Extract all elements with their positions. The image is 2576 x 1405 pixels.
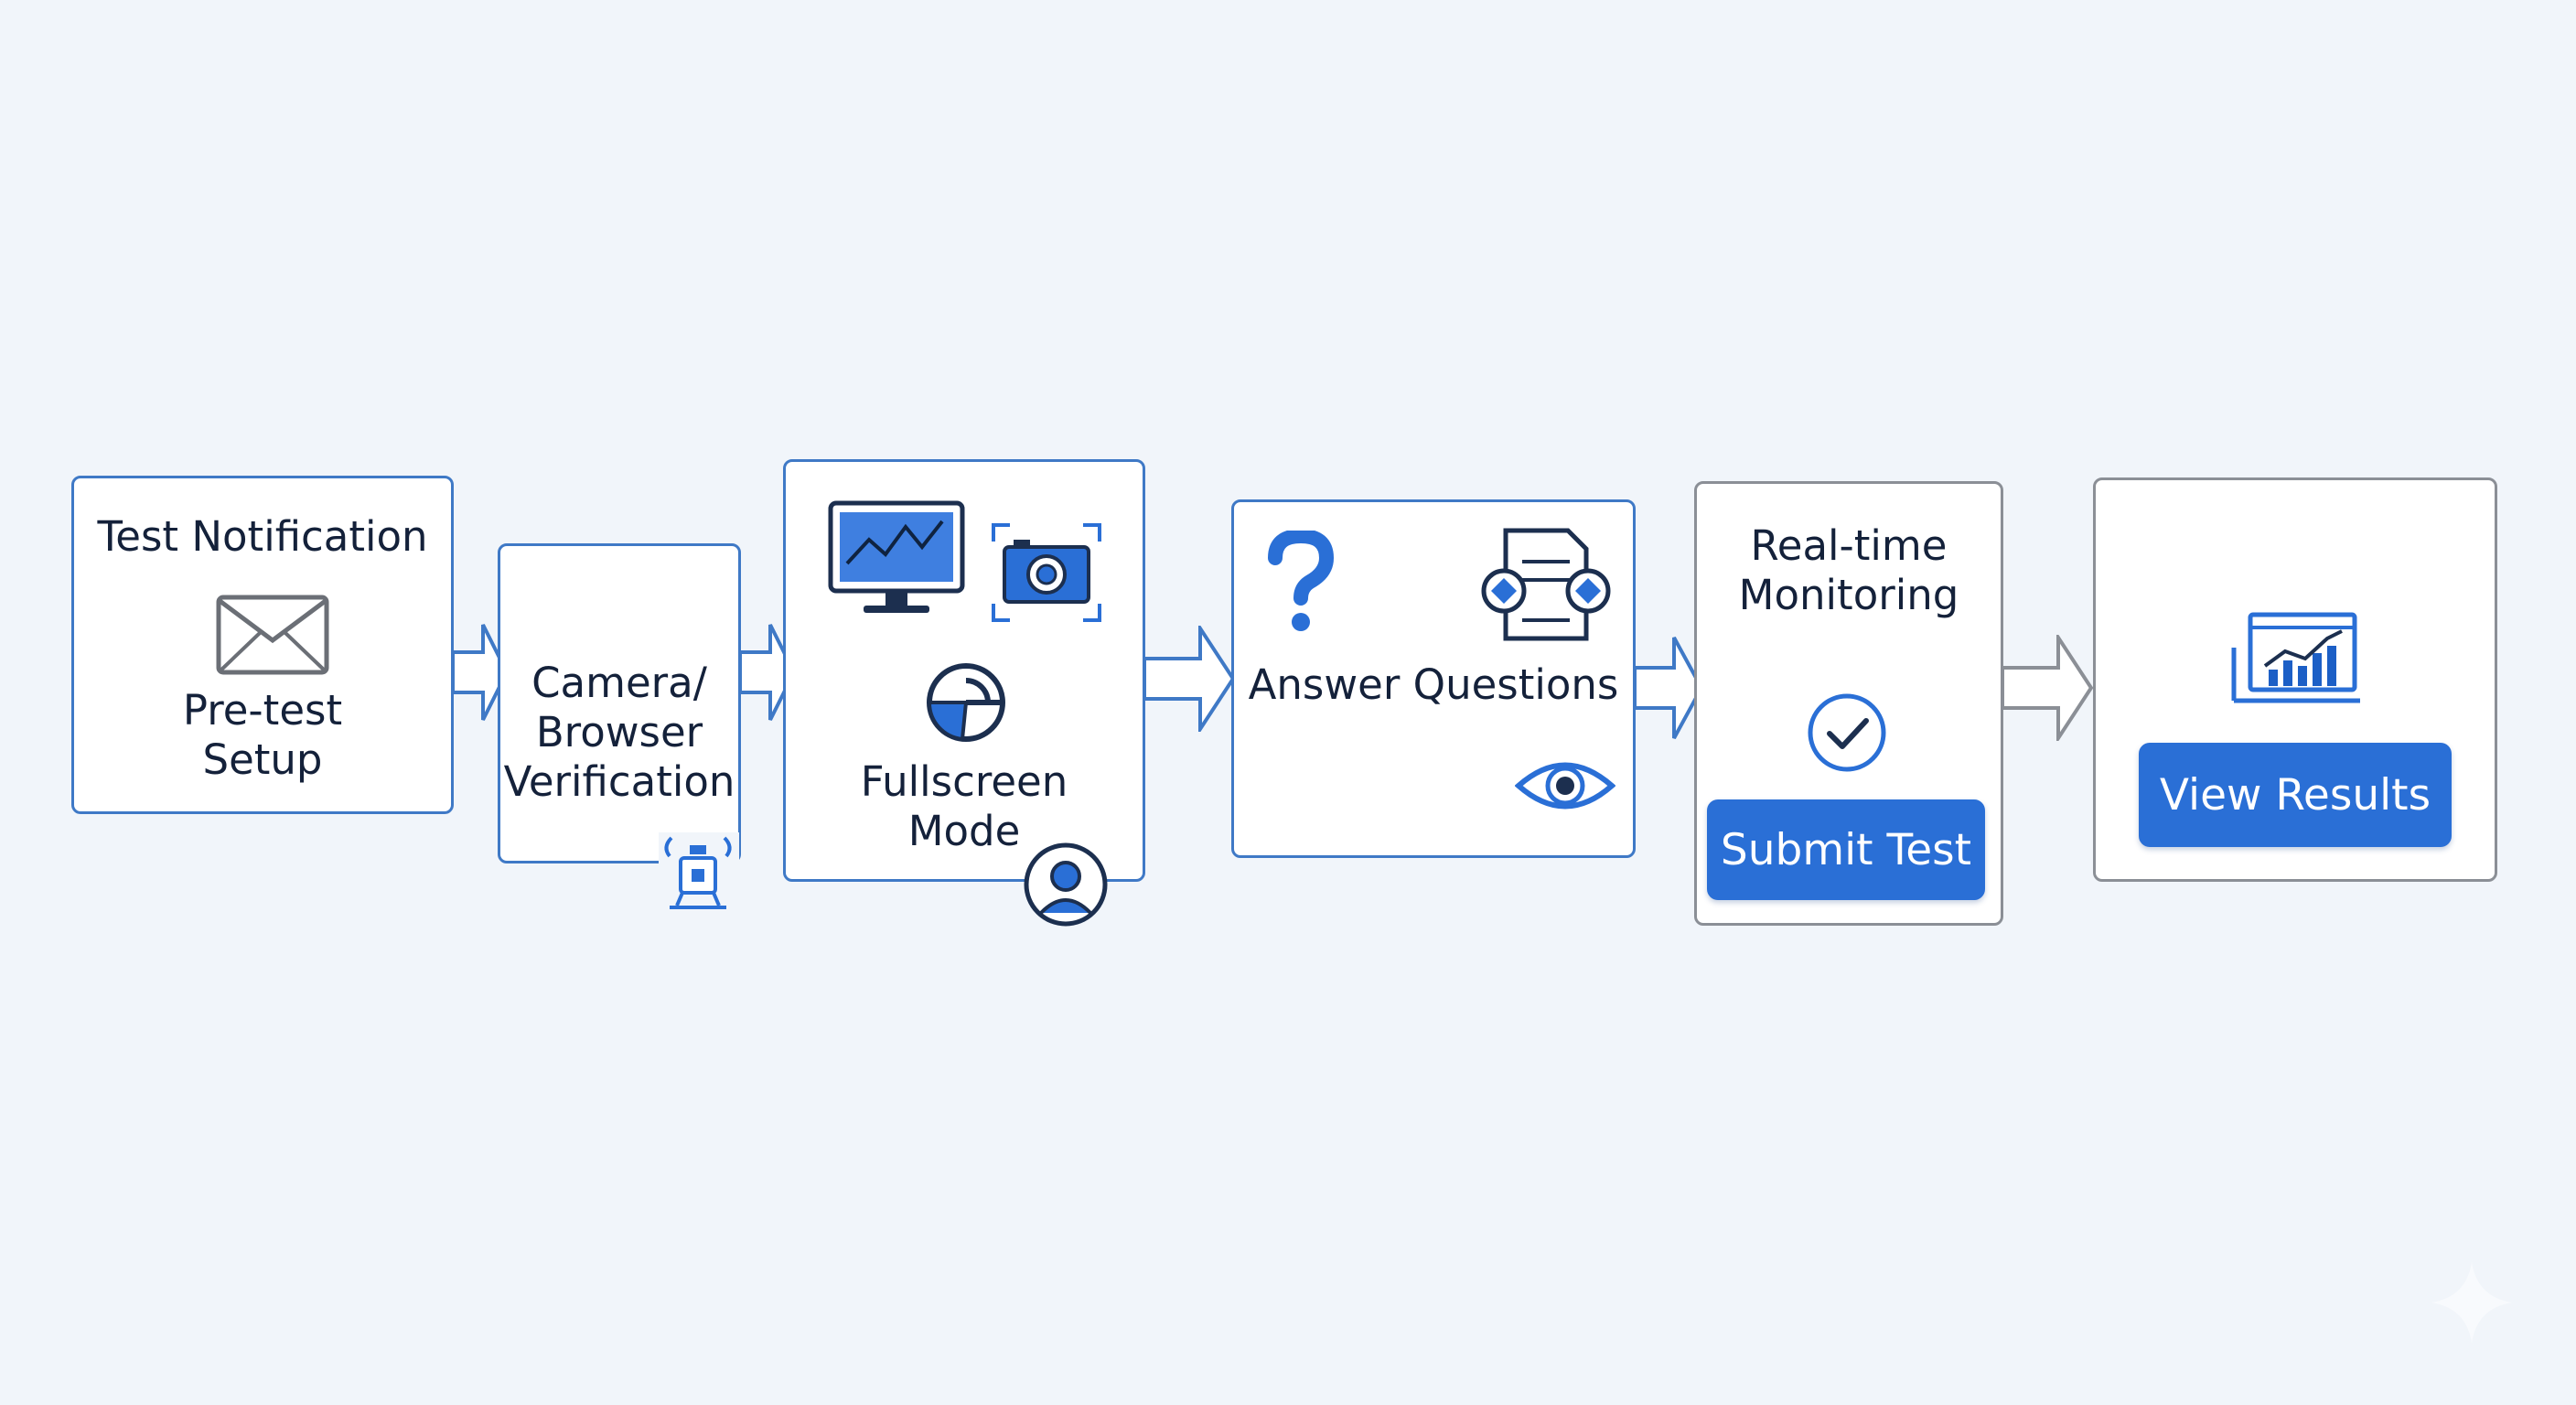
- fullscreen-pie-icon: [927, 663, 1005, 742]
- flow-arrow: [1143, 626, 1236, 732]
- step-title-browser: Browser: [535, 708, 703, 756]
- bar-chart-icon: [2231, 612, 2360, 703]
- sparkle-icon: [2431, 1262, 2512, 1343]
- document-icon: [1481, 528, 1611, 641]
- eye-icon: [1515, 762, 1615, 810]
- step-title-mode: Mode: [907, 807, 1021, 855]
- step-title-camera: Camera/: [531, 659, 707, 707]
- camera-icon: [992, 523, 1101, 622]
- device-setup-icon: [659, 832, 739, 913]
- step-title-real-time: Real-time: [1750, 521, 1948, 570]
- user-avatar-icon: [1024, 842, 1108, 927]
- step-title-answer-questions: Answer Questions: [1248, 660, 1619, 709]
- step-subtitle-setup: Setup: [202, 735, 323, 784]
- check-circle-icon: [1808, 693, 1886, 772]
- view-results-button[interactable]: View Results: [2139, 743, 2452, 847]
- step-title-test-notification: Test Notification: [97, 512, 428, 561]
- step-title-fullscreen: Fullscreen: [860, 757, 1068, 806]
- step-title-verification: Verification: [503, 757, 735, 806]
- flow-arrow: [451, 624, 510, 721]
- step-camera-browser-verification: [498, 543, 741, 863]
- flow-arrow: [1633, 637, 1704, 739]
- flow-arrow: [738, 624, 797, 721]
- question-mark-icon: [1268, 531, 1335, 631]
- monitor-chart-icon: [828, 500, 965, 613]
- step-title-monitoring: Monitoring: [1738, 571, 1959, 619]
- submit-test-button[interactable]: Submit Test: [1707, 799, 1985, 900]
- envelope-icon: [216, 595, 329, 675]
- flow-arrow: [2001, 635, 2094, 741]
- step-subtitle-pre-test: Pre-test: [182, 686, 343, 735]
